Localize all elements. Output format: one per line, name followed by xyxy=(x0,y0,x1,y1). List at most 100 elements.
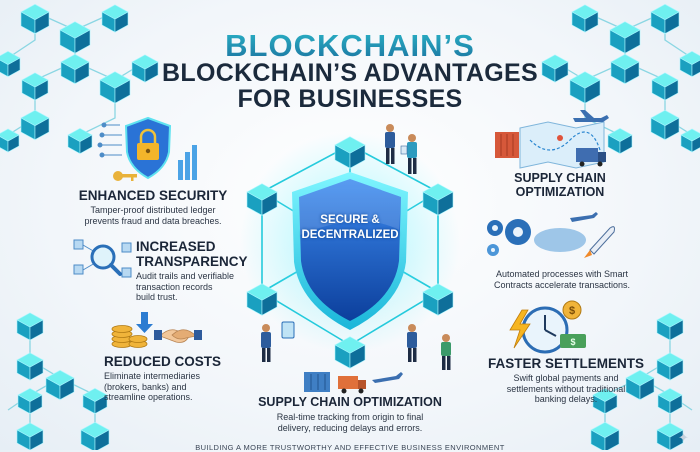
cube-icon xyxy=(16,352,44,381)
transparency-heading-line: INCREASED xyxy=(136,239,216,254)
cube-icon xyxy=(20,3,50,35)
costs-icon-group xyxy=(111,312,202,348)
smart-contracts-desc-line: Contracts accelerate transactions. xyxy=(493,279,631,290)
feature-security: ENHANCED SECURITY Tamper-proof distribut… xyxy=(68,188,238,226)
title-line-2: FOR BUSINESSES xyxy=(237,85,463,113)
bar-chart-icon xyxy=(178,145,197,180)
cube-layer xyxy=(0,3,700,450)
airplane-icon xyxy=(573,110,609,122)
cube-icon xyxy=(17,388,43,415)
supply-bottom-description: Real-time tracking from origin to final … xyxy=(250,412,450,433)
cube-icon xyxy=(21,72,49,101)
cube-icon xyxy=(607,128,633,155)
cube-icon xyxy=(101,4,129,33)
person-icon xyxy=(407,324,417,362)
transparency-desc-line: transaction records xyxy=(136,281,213,292)
costs-description: Eliminate intermediaries (brokers, banks… xyxy=(104,371,244,403)
tablet-icon xyxy=(281,321,295,339)
lock-icon xyxy=(137,128,159,160)
smart-contracts-desc-line: Automated processes with Smart xyxy=(495,269,629,279)
page-title: BLOCKCHAIN’S ADVANTAGES FOR BUSINESSES xyxy=(0,60,700,112)
costs-desc-line: (brokers, banks) and xyxy=(104,381,187,392)
cube-icon xyxy=(656,312,684,341)
cube-icon xyxy=(131,54,159,83)
cube-icon xyxy=(246,183,278,216)
costs-desc-line: streamline operations. xyxy=(104,392,193,402)
cube-icon xyxy=(45,369,75,401)
cube-icon xyxy=(679,51,700,78)
feature-supply-bottom: SUPPLY CHAIN OPTIMIZATION Real-time trac… xyxy=(250,395,450,433)
smart-contracts-icon-group xyxy=(487,212,615,258)
svg-text:$: $ xyxy=(570,337,575,347)
cube-icon xyxy=(80,421,110,450)
gear-icon xyxy=(487,219,531,256)
cube-icon xyxy=(20,109,50,141)
settlements-desc-line: banking delays. xyxy=(534,394,598,404)
person-icon xyxy=(441,334,451,370)
cube-icon xyxy=(656,422,684,450)
settlements-description: Swift global payments and settlements wi… xyxy=(486,373,646,405)
cube-icon xyxy=(571,4,599,33)
cube-icon xyxy=(334,136,366,169)
key-icon xyxy=(113,171,137,181)
supply-top-heading: SUPPLY CHAIN OPTIMIZATION xyxy=(484,171,636,199)
supply-top-icon-group xyxy=(495,110,609,169)
cube-icon xyxy=(541,54,569,83)
arrow-down-icon xyxy=(136,312,153,333)
smart-contracts-description: Automated processes with Smart Contracts… xyxy=(482,269,642,290)
truck-icon xyxy=(576,148,606,167)
shield-label: SECURE & DECENTRALIZED xyxy=(290,213,410,243)
cube-icon xyxy=(609,21,641,54)
cube-icon xyxy=(67,128,93,155)
supply-bottom-desc-line: delivery, reducing delays and errors. xyxy=(277,422,423,433)
security-description: Tamper-proof distributed ledger prevents… xyxy=(68,205,238,226)
cube-icon xyxy=(422,183,454,216)
person-icon xyxy=(400,134,417,174)
transparency-desc-line: Audit trails and verifiable xyxy=(136,271,235,281)
cube-icon xyxy=(590,421,620,450)
cube-icon xyxy=(60,53,90,85)
cube-icon xyxy=(650,3,680,35)
container-icon xyxy=(495,132,519,158)
cube-icon xyxy=(651,72,679,101)
cube-icon xyxy=(592,388,618,415)
magnifier-icon xyxy=(90,244,122,276)
transparency-description: Audit trails and verifiable transaction … xyxy=(136,271,266,303)
feature-settlements: FASTER SETTLEMENTS Swift global payments… xyxy=(486,356,646,405)
cube-icon xyxy=(246,283,278,316)
cube-icon xyxy=(99,71,131,104)
cube-icon xyxy=(334,336,366,369)
feature-costs: REDUCED COSTS Eliminate intermediaries (… xyxy=(104,354,244,403)
security-heading: ENHANCED SECURITY xyxy=(78,188,228,203)
clock-icon xyxy=(521,306,569,354)
svg-text:$: $ xyxy=(569,305,575,317)
handshake-icon xyxy=(154,329,202,343)
cube-icon xyxy=(610,53,640,85)
airplane-icon xyxy=(570,212,598,222)
cube-icon xyxy=(657,388,683,415)
cube-icon xyxy=(59,21,91,54)
supply-bottom-heading: SUPPLY CHAIN OPTIMIZATION xyxy=(258,395,442,409)
supply-top-heading-line: SUPPLY CHAIN xyxy=(514,171,606,185)
cube-icon xyxy=(16,312,44,341)
supply-bottom-desc-line: Real-time tracking from origin to final xyxy=(276,412,424,422)
sparkle-icon: ✦ xyxy=(678,430,689,445)
coins-icon xyxy=(111,325,148,348)
supply-bottom-icon-group xyxy=(261,321,451,394)
transparency-icon-group xyxy=(73,239,132,278)
person-icon xyxy=(261,324,271,362)
shield-label-line-2: DECENTRALIZED xyxy=(301,229,399,241)
cube-icon xyxy=(0,51,21,78)
cube-icon xyxy=(422,283,454,316)
cube-icon xyxy=(650,109,680,141)
security-desc-line: prevents fraud and data breaches. xyxy=(84,215,222,226)
cube-icon xyxy=(16,422,44,450)
title-top: BLOCKCHAIN’S xyxy=(0,28,700,64)
person-icon xyxy=(385,124,395,164)
transparency-heading: INCREASED TRANSPARENCY xyxy=(136,239,266,269)
truck-icon xyxy=(338,376,366,394)
shield-label-line-1: SECURE & xyxy=(320,214,380,226)
cube-icon xyxy=(569,71,601,104)
settlements-desc-line: Swift global payments and xyxy=(513,373,619,383)
